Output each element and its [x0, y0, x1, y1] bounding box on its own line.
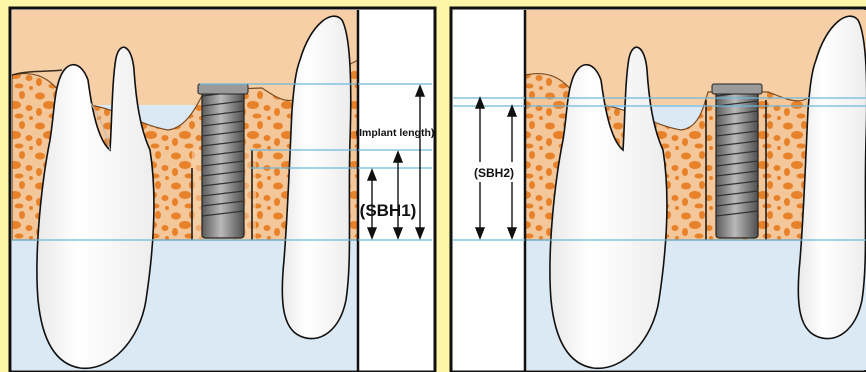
left-panel: (Implant length) (SBH1): [10, 8, 435, 372]
sbh2-label: (SBH2): [474, 166, 514, 180]
right-panel: (SBH2): [451, 8, 866, 372]
dental-implant: [198, 84, 248, 238]
implant-length-label: (Implant length): [356, 127, 435, 139]
sbh1-label: (SBH1): [360, 201, 417, 220]
dental-implant-right: [712, 84, 762, 238]
